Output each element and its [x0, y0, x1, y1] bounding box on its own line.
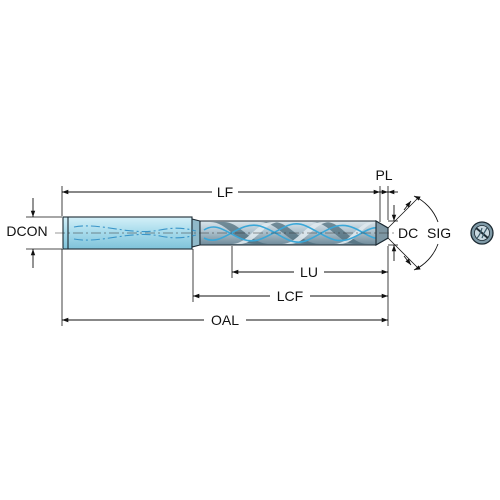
dimension-sig: SIG [387, 195, 451, 271]
sig-label: SIG [427, 225, 451, 241]
dcon-label: DCON [6, 223, 47, 239]
lcf-label: LCF [277, 288, 303, 304]
dc-label: DC [398, 225, 418, 241]
drill-tool [55, 216, 396, 250]
dimension-dc: DC [388, 205, 418, 261]
dimension-dcon: DCON [2, 198, 62, 268]
pl-label: PL [375, 167, 392, 183]
lu-label: LU [300, 264, 318, 280]
dimension-lcf: LCF [192, 249, 389, 304]
dimension-pl: PL [370, 167, 398, 222]
oal-label: OAL [211, 312, 239, 328]
dimension-oal: OAL [61, 249, 389, 328]
dimension-lu: LU [231, 246, 389, 280]
lf-label: LF [217, 184, 233, 200]
drill-end-view-icon [470, 221, 494, 245]
dimension-lf: LF [61, 184, 389, 220]
